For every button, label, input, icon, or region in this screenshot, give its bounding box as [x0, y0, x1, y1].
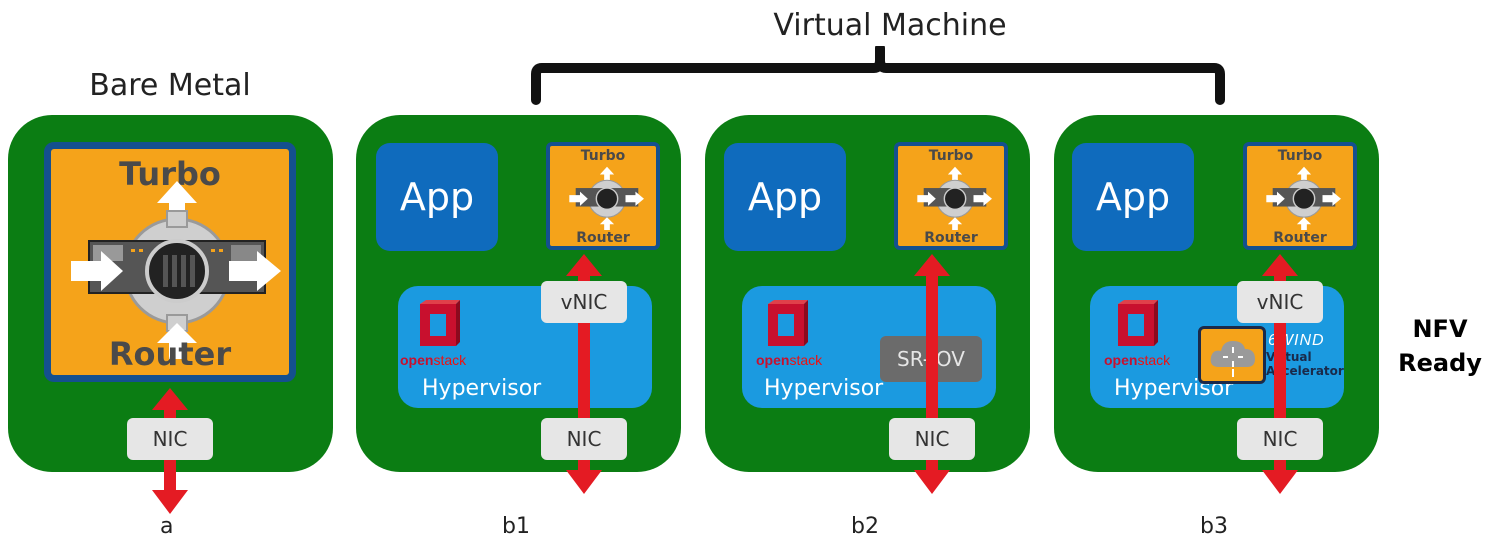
- router-label: Router: [576, 230, 630, 246]
- openstack-word-open: open: [400, 352, 434, 368]
- vnic-chip-b3: vNIC: [1237, 281, 1323, 323]
- nfv-ready-label: NFV Ready: [1390, 312, 1490, 380]
- openstack-word-open: open: [756, 352, 790, 368]
- virtual-machine-bracket: [531, 46, 1225, 105]
- turbo-router-b3: Turbo Router: [1243, 142, 1357, 250]
- arrow-b2: [914, 254, 950, 494]
- turbo-label: Turbo: [580, 148, 626, 164]
- nfv-ready-line-1: NFV: [1412, 315, 1468, 343]
- caption-b3: b3: [1200, 514, 1228, 539]
- turbo-label: Turbo: [1277, 148, 1323, 164]
- hypervisor-label-b1: Hypervisor: [422, 376, 542, 401]
- nic-chip-a: NIC: [127, 418, 213, 460]
- openstack-logo-icon: [420, 300, 460, 346]
- vnic-chip-b1: vNIC: [541, 281, 627, 323]
- caption-b2: b2: [851, 514, 879, 539]
- nic-chip-b3: NIC: [1237, 418, 1323, 460]
- router-label: Router: [108, 335, 232, 373]
- app-box-b1: App: [376, 143, 498, 251]
- turbo-router-b1: Turbo Router: [546, 142, 660, 250]
- nic-chip-b1: NIC: [541, 418, 627, 460]
- bare-metal-title: Bare Metal: [89, 68, 251, 103]
- caption-b1: b1: [502, 514, 530, 539]
- openstack-wordmark: openstack: [1104, 352, 1170, 369]
- arrow-b3: [1262, 254, 1298, 494]
- openstack-word-stack: stack: [1137, 352, 1171, 368]
- virtual-accelerator-badge: [1198, 326, 1266, 384]
- openstack-word-open: open: [1104, 352, 1138, 368]
- router-label: Router: [1273, 230, 1327, 246]
- router-gear-icon: [917, 166, 992, 230]
- openstack-logo-icon: [1118, 300, 1158, 346]
- turbo-label: Turbo: [928, 148, 974, 164]
- openstack-wordmark: openstack: [756, 352, 822, 369]
- router-gear-icon: [71, 181, 281, 359]
- app-box-b2: App: [724, 143, 846, 251]
- openstack-word-stack: stack: [789, 352, 823, 368]
- router-label: Router: [924, 230, 978, 246]
- router-gear-icon: [569, 166, 644, 230]
- openstack-logo-icon: [768, 300, 808, 346]
- turbo-label: Turbo: [119, 155, 221, 193]
- nfv-ready-line-2: Ready: [1398, 349, 1482, 377]
- router-gear-icon: [1266, 166, 1341, 230]
- arrow-b1: [566, 254, 602, 494]
- hypervisor-label-b2: Hypervisor: [764, 376, 884, 401]
- turbo-router-large: Turbo Router: [44, 142, 296, 382]
- virtual-machine-title: Virtual Machine: [773, 8, 1007, 43]
- nic-chip-b2: NIC: [889, 418, 975, 460]
- turbo-router-b2: Turbo Router: [894, 142, 1008, 250]
- caption-a: a: [160, 514, 174, 539]
- accelerator-cloud-icon: [1210, 341, 1255, 377]
- openstack-word-stack: stack: [433, 352, 467, 368]
- openstack-wordmark: openstack: [400, 352, 466, 369]
- app-box-b3: App: [1072, 143, 1194, 251]
